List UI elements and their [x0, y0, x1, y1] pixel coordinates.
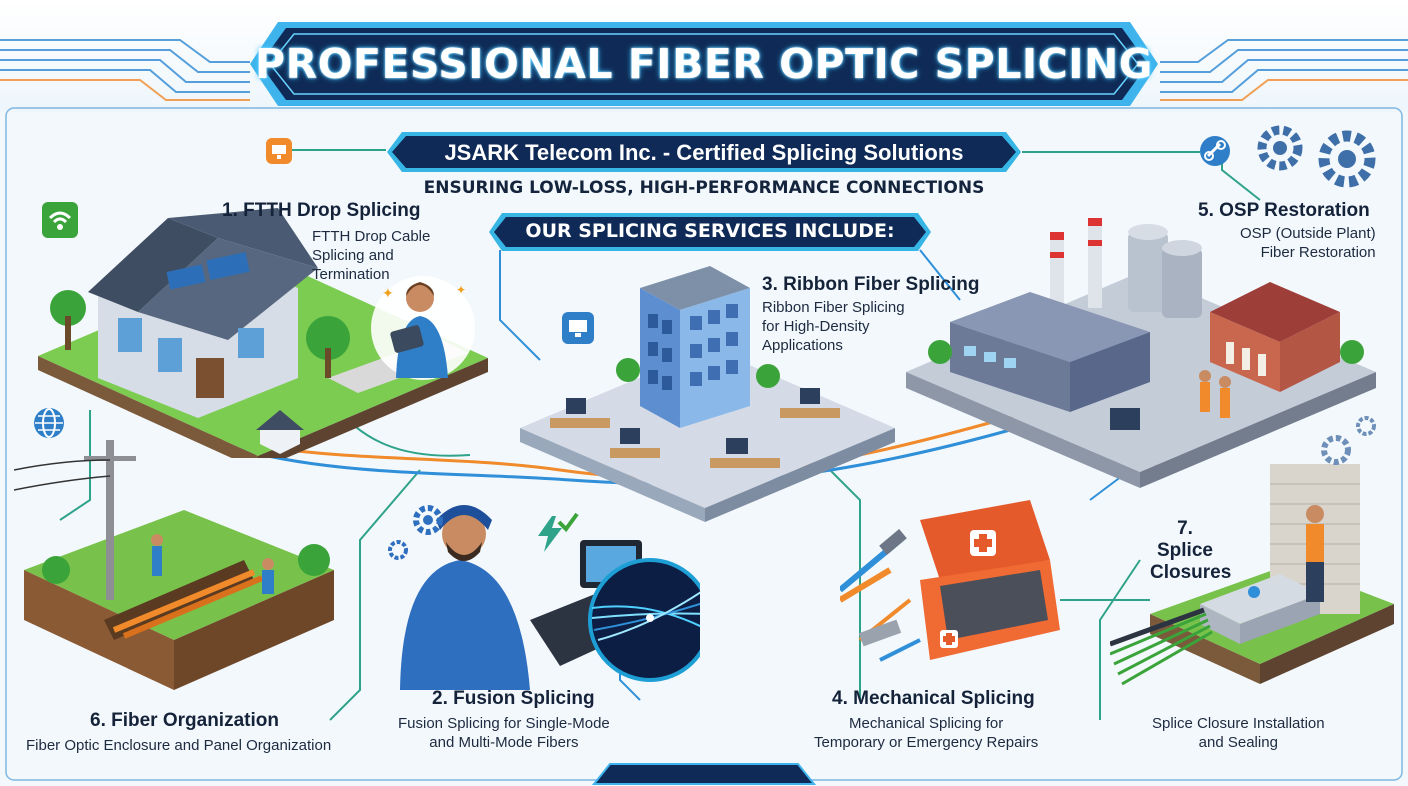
- service-3-desc-line: Ribbon Fiber Splicing: [762, 299, 905, 316]
- service-2-desc-line: and Multi-Mode Fibers: [429, 734, 579, 751]
- service-4-title: 4. Mechanical Splicing: [832, 688, 1035, 709]
- service-5-desc: OSP (Outside Plant) Fiber Restoration: [1240, 224, 1376, 262]
- service-3-desc-line: Applications: [762, 337, 843, 354]
- fusion-splicing-scene: [400, 505, 700, 690]
- service-1-desc-line: Termination: [312, 266, 390, 283]
- gear-icon: [1257, 125, 1303, 171]
- service-7-desc-line: Splice Closure Installation: [1152, 715, 1325, 732]
- company-plate: [387, 132, 1021, 172]
- checkmark-icon: [557, 512, 579, 533]
- gear-icon: [1318, 130, 1376, 188]
- service-2-title: 2. Fusion Splicing: [432, 688, 595, 709]
- services-heading: OUR SPLICING SERVICES INCLUDE:: [525, 220, 895, 242]
- service-5-desc-line: OSP (Outside Plant): [1240, 225, 1376, 242]
- service-1-desc-line: Splicing and: [312, 247, 394, 264]
- service-1-desc: FTTH Drop Cable Splicing and Termination: [312, 227, 430, 284]
- fiber-organization-scene: [14, 440, 334, 690]
- ribbon-office-scene: [520, 266, 895, 522]
- service-5-title: 5. OSP Restoration: [1198, 200, 1370, 221]
- service-2-desc: Fusion Splicing for Single-Mode and Mult…: [398, 714, 610, 752]
- service-1-desc-line: FTTH Drop Cable: [312, 228, 431, 245]
- wifi-icon: [42, 202, 78, 238]
- company-name: JSARK Telecom Inc. - Certified Splicing …: [444, 140, 964, 165]
- service-3-title: 3. Ribbon Fiber Splicing: [762, 274, 980, 295]
- service-7-title: 7. Splice Closures: [1150, 518, 1232, 584]
- lightning-icon: [538, 516, 562, 552]
- service-3-desc-line: for High-Density: [762, 318, 870, 335]
- service-6-desc-line: Fiber Optic Enclosure and Panel Organiza…: [26, 737, 332, 754]
- service-3-desc: Ribbon Fiber Splicing for High-Density A…: [762, 298, 905, 355]
- service-2-desc-line: Fusion Splicing for Single-Mode: [398, 715, 610, 732]
- service-4-desc: Mechanical Splicing for Temporary or Eme…: [814, 714, 1038, 752]
- technician-illustration: ✦ ✦: [371, 276, 475, 380]
- monitor-icon: [562, 312, 594, 344]
- link-icon: [1200, 136, 1230, 166]
- service-6-title: 6. Fiber Organization: [90, 710, 279, 731]
- gear-icon: [1321, 435, 1351, 465]
- service-7-desc-line: and Sealing: [1198, 734, 1278, 751]
- splice-closure-scene: [1110, 464, 1394, 686]
- service-4-desc-line: Mechanical Splicing for: [849, 715, 1004, 732]
- svg-text:✦: ✦: [382, 285, 394, 301]
- gear-icon: [1356, 416, 1376, 436]
- title-plate: [250, 22, 1158, 106]
- globe-icon: [34, 408, 64, 438]
- monitor-icon: [266, 138, 292, 164]
- osp-factory-scene: [906, 218, 1376, 488]
- svg-text:✦: ✦: [456, 283, 466, 297]
- services-heading-plate: [489, 213, 931, 251]
- service-1-title: 1. FTTH Drop Splicing: [222, 200, 421, 221]
- mechanical-splicing-scene: [840, 500, 1060, 662]
- page-title: PROFESSIONAL FIBER OPTIC SPLICING: [255, 40, 1153, 88]
- service-7-desc: Splice Closure Installation and Sealing: [1152, 714, 1325, 752]
- gear-icon: [413, 505, 443, 535]
- service-6-desc: Fiber Optic Enclosure and Panel Organiza…: [26, 736, 331, 755]
- footer-ornament: [591, 763, 817, 785]
- service-4-desc-line: Temporary or Emergency Repairs: [814, 734, 1039, 751]
- service-7-title-line: Closures: [1150, 562, 1232, 583]
- tagline: ENSURING LOW-LOSS, HIGH-PERFORMANCE CONN…: [423, 178, 985, 198]
- service-5-desc-line: Fiber Restoration: [1260, 244, 1376, 261]
- ftth-house-scene: [38, 208, 488, 458]
- gear-icon: [388, 540, 408, 560]
- service-7-title-line: 7. Splice: [1157, 518, 1213, 561]
